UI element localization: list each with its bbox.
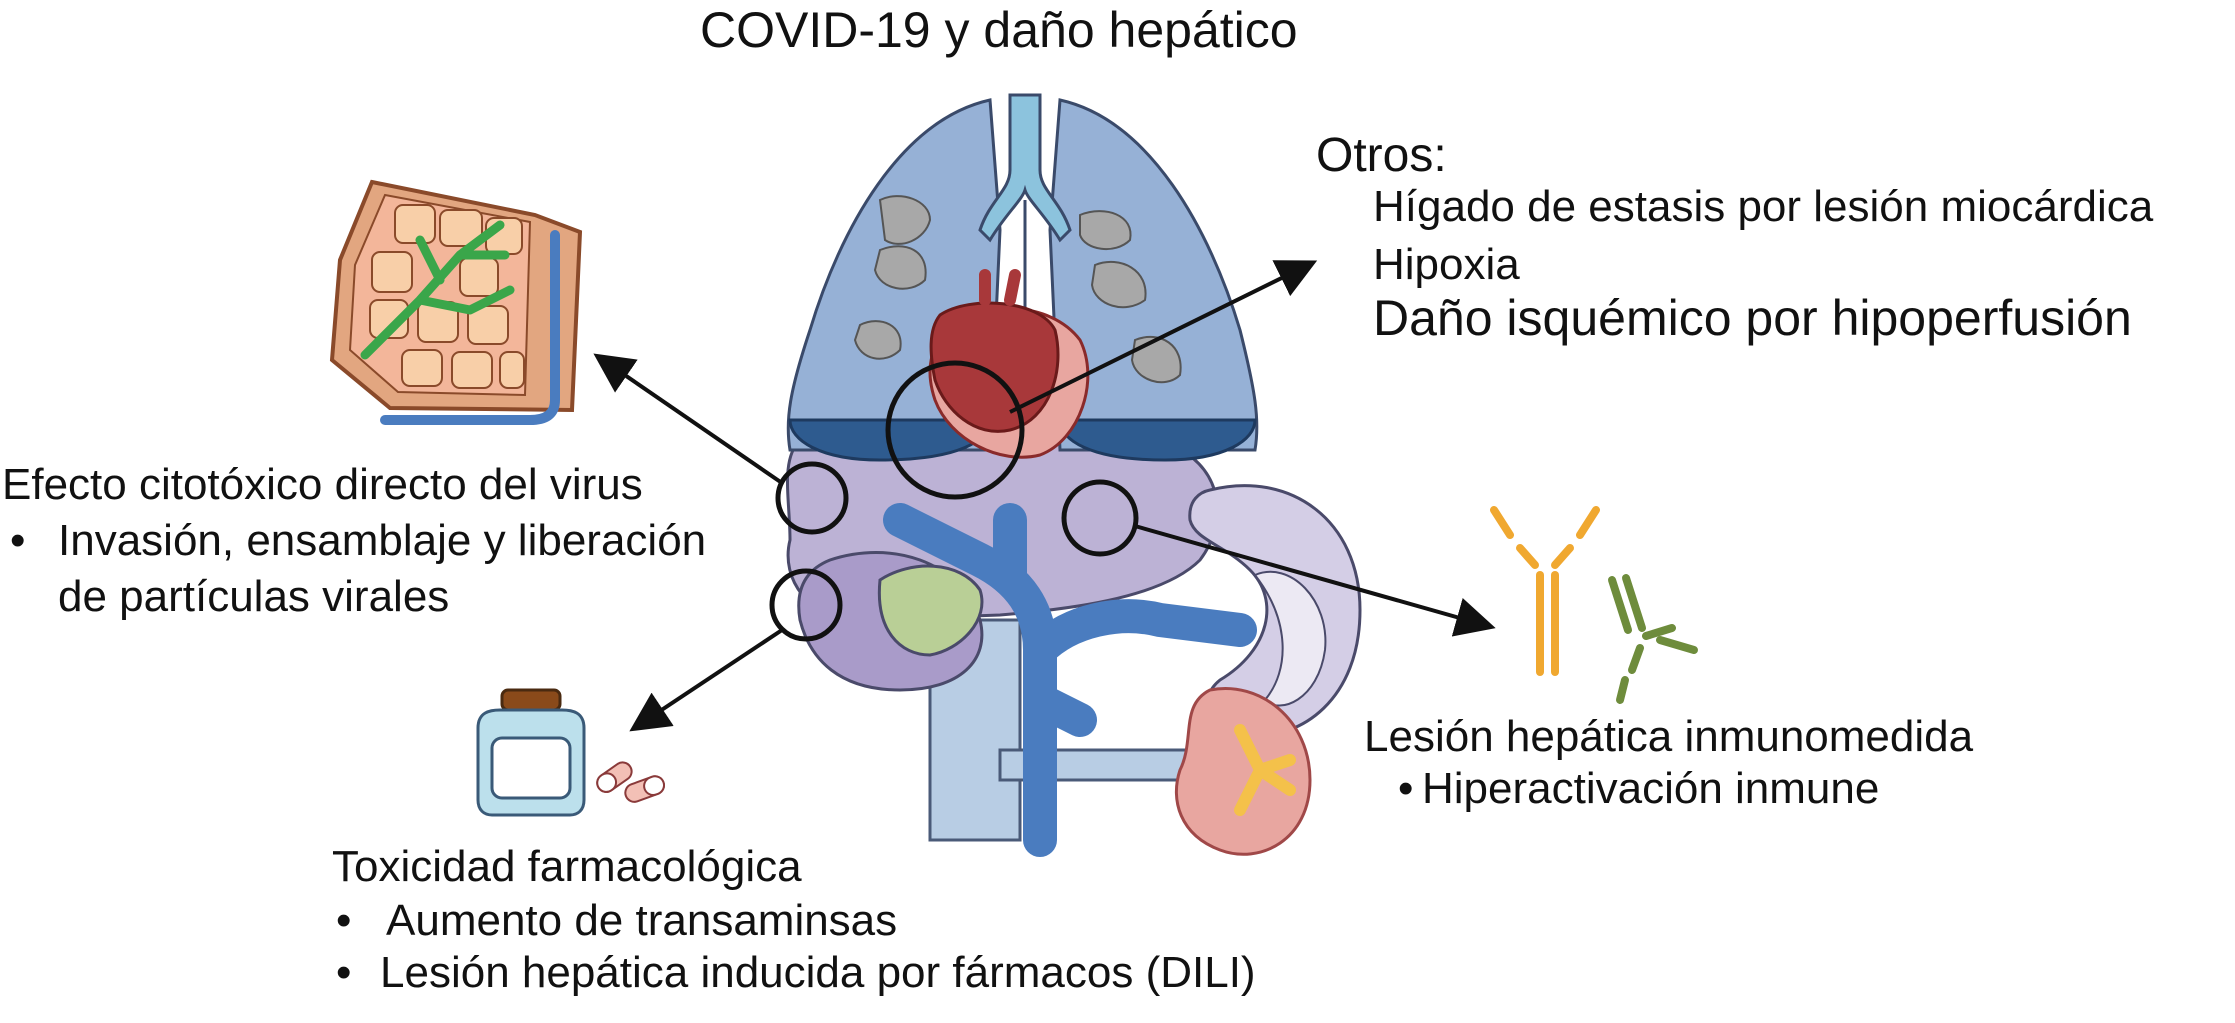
arrow-to-otros (1009, 260, 1318, 414)
gallbladder-highlight-circle (769, 568, 843, 642)
hepatocyte-block-icon (329, 179, 583, 425)
antibody-icon (1490, 506, 1698, 704)
toxicidad-item: • Aumento de transaminsas (336, 896, 897, 947)
arrows (593, 260, 1496, 732)
right-lung-base (1058, 418, 1257, 462)
arrow-to-antibodies (1134, 524, 1496, 637)
otros-item: Hipoxia (1373, 240, 1520, 289)
gallbladder (877, 564, 984, 657)
highlight-circles (769, 360, 1139, 642)
bullet: • (336, 896, 352, 945)
anatomy-group (786, 93, 1362, 857)
heart-vessel (979, 269, 1021, 306)
toxicidad-item-text: Aumento de transaminsas (386, 896, 898, 945)
lung-lesion (1090, 260, 1147, 309)
inmuno-heading: Lesión hepática inmunomedida (1364, 712, 1974, 761)
bile-duct (360, 220, 515, 360)
citotoxico-item-continuation: de partículas virales (58, 572, 450, 621)
bullet: • (336, 948, 352, 997)
lung-lesion (853, 320, 902, 360)
portal-vein (883, 503, 1257, 857)
inmuno-item-text: Hiperactivación inmune (1422, 764, 1880, 813)
right-lung (1048, 98, 1259, 452)
citotoxico-item: • Invasión, ensamblaje y liberación (10, 516, 706, 567)
bullet: • (1398, 764, 1414, 813)
renal-pelvis (1234, 724, 1296, 816)
citotoxico-heading: Efecto citotóxico directo del virus (2, 460, 643, 509)
arrow-to-hepatocytes (593, 353, 784, 485)
medicine-icon (476, 688, 665, 817)
citotoxico-item-text: Invasión, ensamblaje y liberación (58, 516, 707, 565)
toxicidad-item-text: Lesión hepática inducida por fármacos (D… (380, 948, 1256, 997)
lung-lesion (873, 245, 927, 290)
heart-highlight-circle (885, 360, 1025, 500)
lung-lesion (1079, 210, 1132, 251)
liver-highlight-circle (775, 461, 849, 535)
arrow-to-drugs (629, 628, 784, 732)
inmuno-item: •Hiperactivación inmune (1398, 764, 1879, 815)
toxicidad-item: • Lesión hepática inducida por fármacos (… (336, 948, 1256, 999)
otros-heading: Otros: (1316, 129, 1447, 182)
stomach-inner (1253, 570, 1327, 707)
trachea (978, 93, 1072, 243)
toxicidad-heading: Toxicidad farmacológica (332, 842, 802, 891)
stomach-highlight-circle (1061, 479, 1139, 557)
lung-lesion (878, 195, 932, 245)
otros-item: Hígado de estasis por lesión miocárdica (1373, 182, 2154, 231)
kidney (1174, 687, 1312, 856)
sinusoid-vessel (380, 230, 560, 425)
diagram-title: COVID-19 y daño hepático (700, 2, 1298, 58)
otros-item: Daño isquémico por hipoperfusión (1373, 290, 2132, 346)
bullet: • (10, 516, 26, 565)
